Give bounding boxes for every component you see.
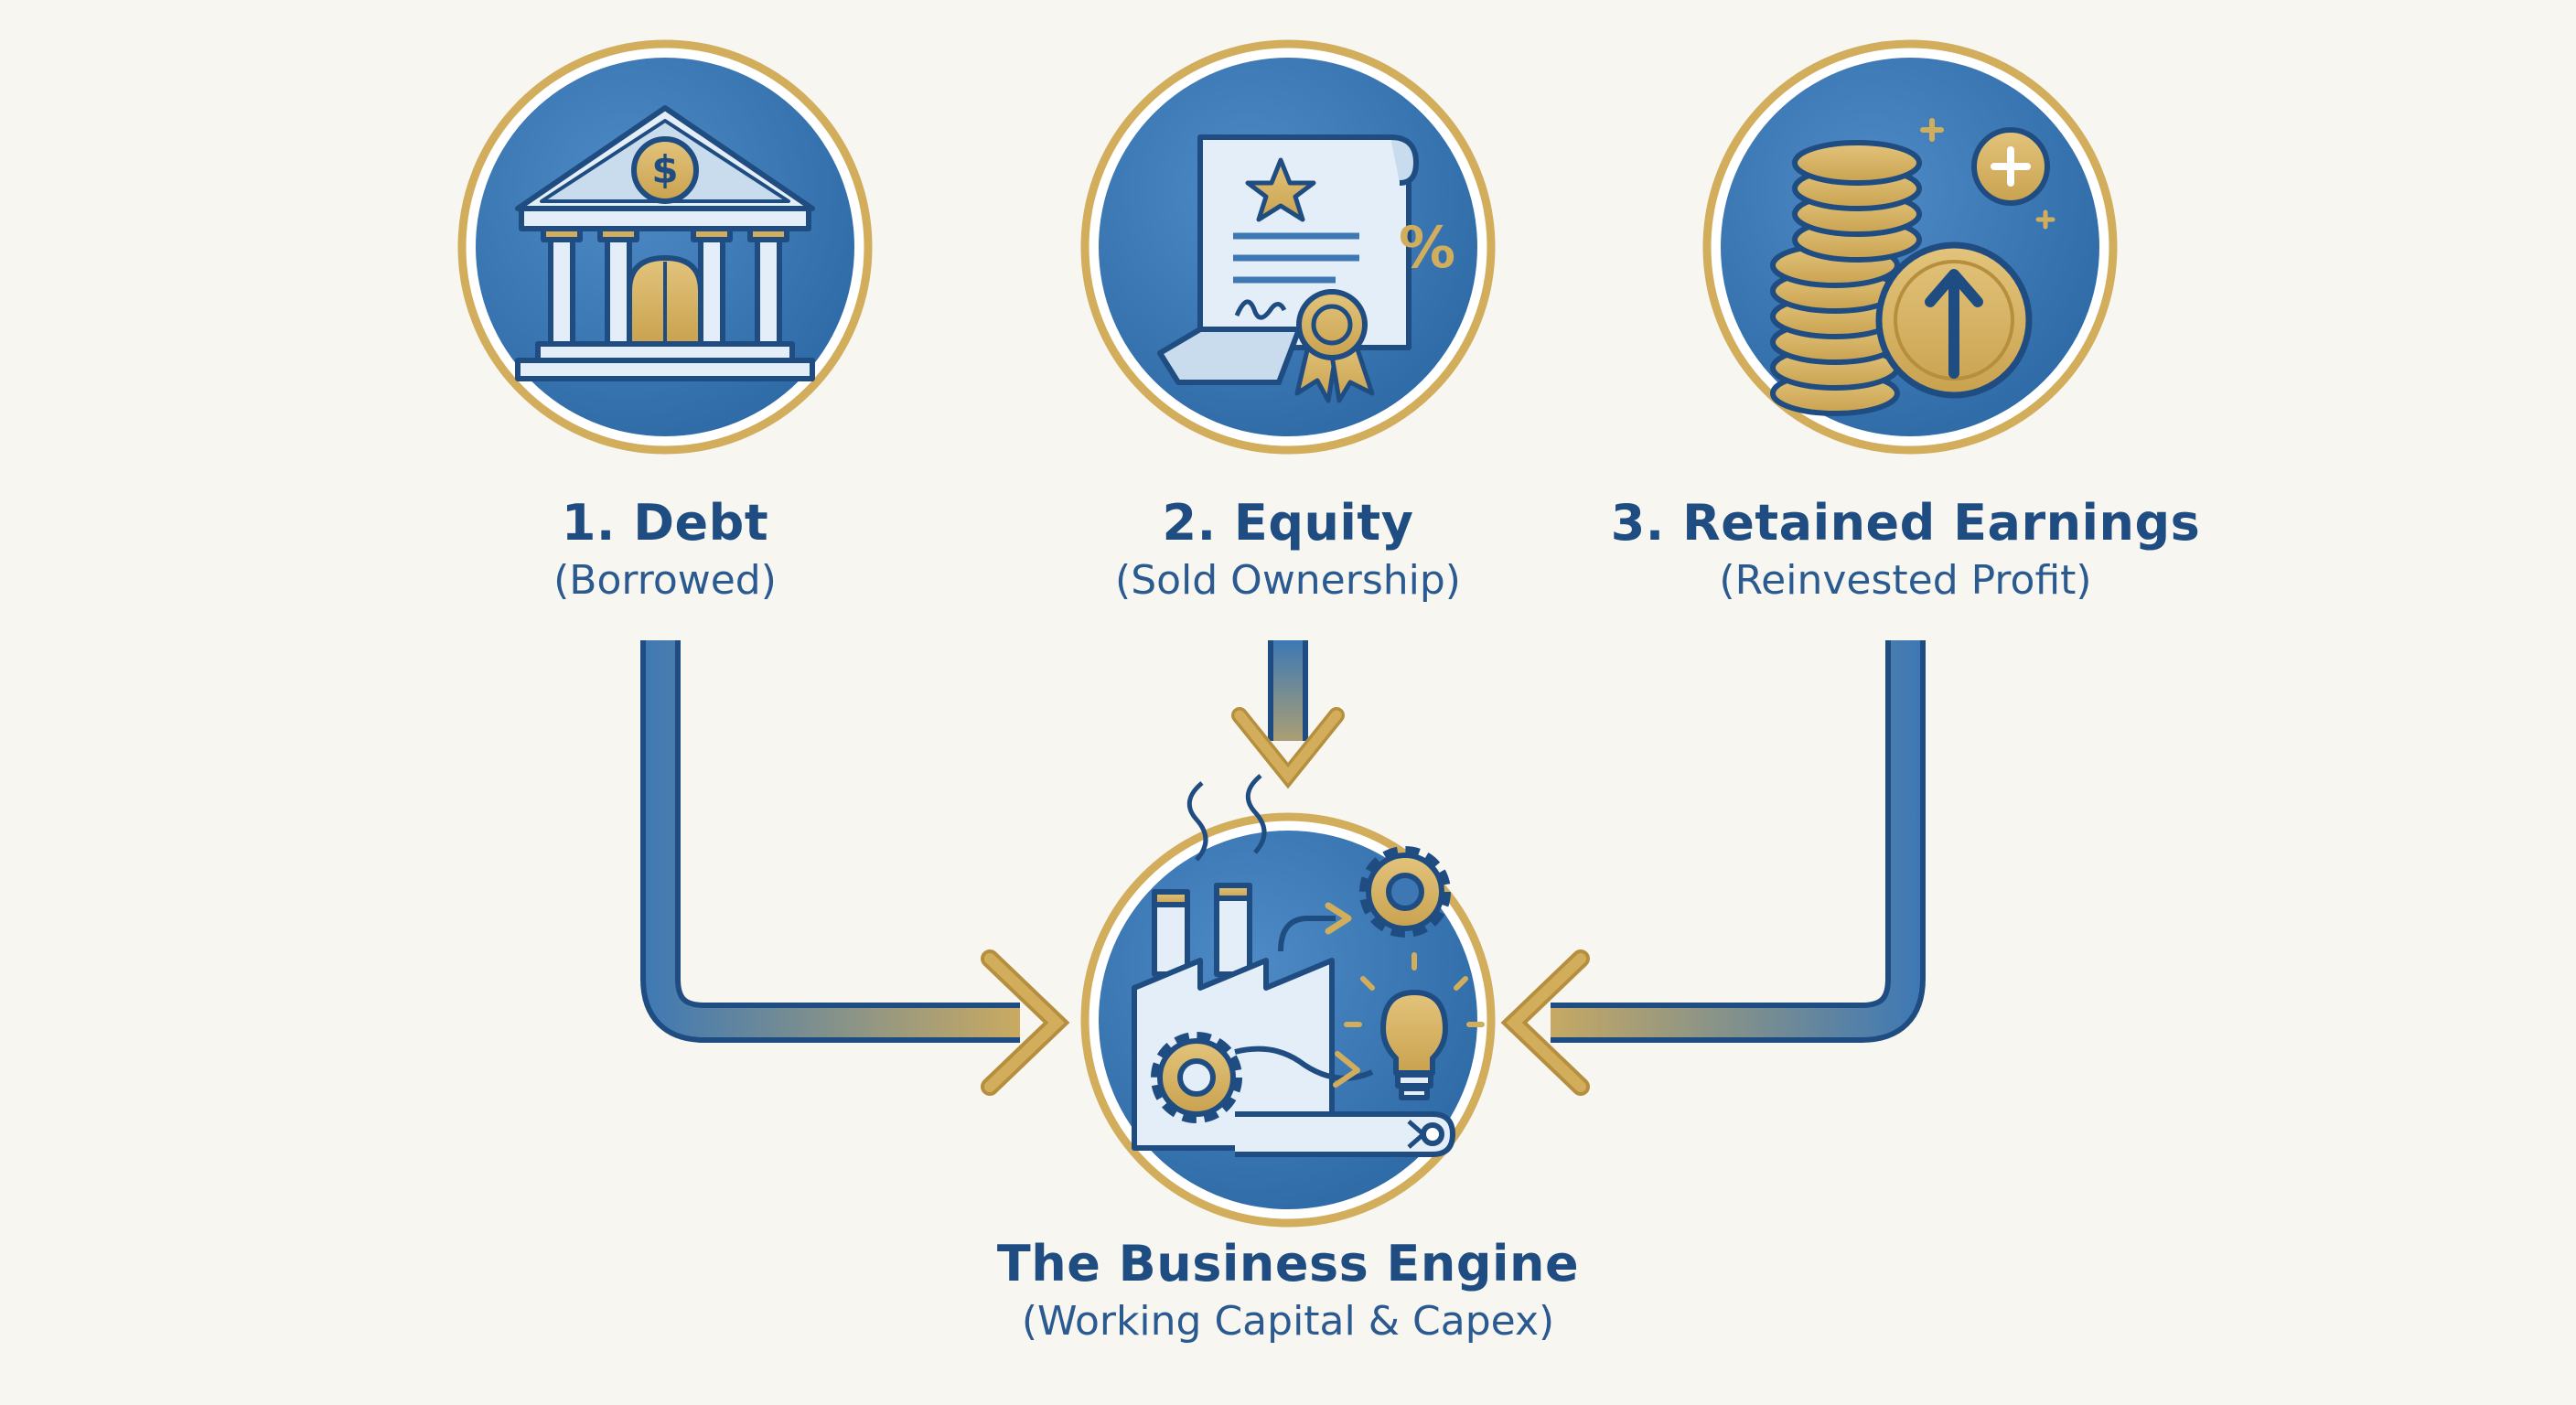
gear-icon (1151, 1032, 1242, 1123)
bank-dollar-icon (515, 105, 815, 381)
debt-title: 1. Debt (561, 494, 769, 552)
dollar-symbol: $ (651, 147, 678, 192)
coins-growth-icon (1770, 118, 2055, 416)
retained-earnings-flow-arrow (1500, 640, 1926, 1096)
retained-earnings-circle (1702, 39, 2118, 455)
equity-label: 2. Equity (Sold Ownership) (1115, 494, 1461, 604)
debt-subtitle: (Borrowed) (553, 557, 777, 604)
retained-earnings-title: 3. Retained Earnings (1610, 494, 2201, 552)
business-engine-subtitle: (Working Capital & Capex) (1021, 1298, 1555, 1345)
business-engine-title: The Business Engine (996, 1235, 1580, 1292)
debt-circle: $ (457, 39, 873, 455)
equity-circle: % (1080, 39, 1496, 455)
retained-earnings-label: 3. Retained Earnings (Reinvested Profit) (1611, 494, 2201, 604)
business-engine-circle (1080, 774, 1496, 1228)
gear-icon (1359, 846, 1451, 938)
business-engine-label: The Business Engine (Working Capital & C… (997, 1235, 1579, 1345)
retained-earnings-subtitle: (Reinvested Profit) (1719, 557, 2092, 604)
percent-symbol: % (1399, 214, 1455, 281)
factory-gears-icon (1132, 774, 1485, 1157)
equity-flow-arrow (1231, 640, 1345, 789)
equity-title: 2. Equity (1162, 494, 1414, 552)
lightbulb-icon (1344, 952, 1485, 1100)
equity-subtitle: (Sold Ownership) (1115, 557, 1461, 604)
debt-flow-arrow (640, 640, 1070, 1096)
debt-label: 1. Debt (Borrowed) (553, 494, 777, 604)
certificate-percent-icon (1157, 134, 1419, 403)
